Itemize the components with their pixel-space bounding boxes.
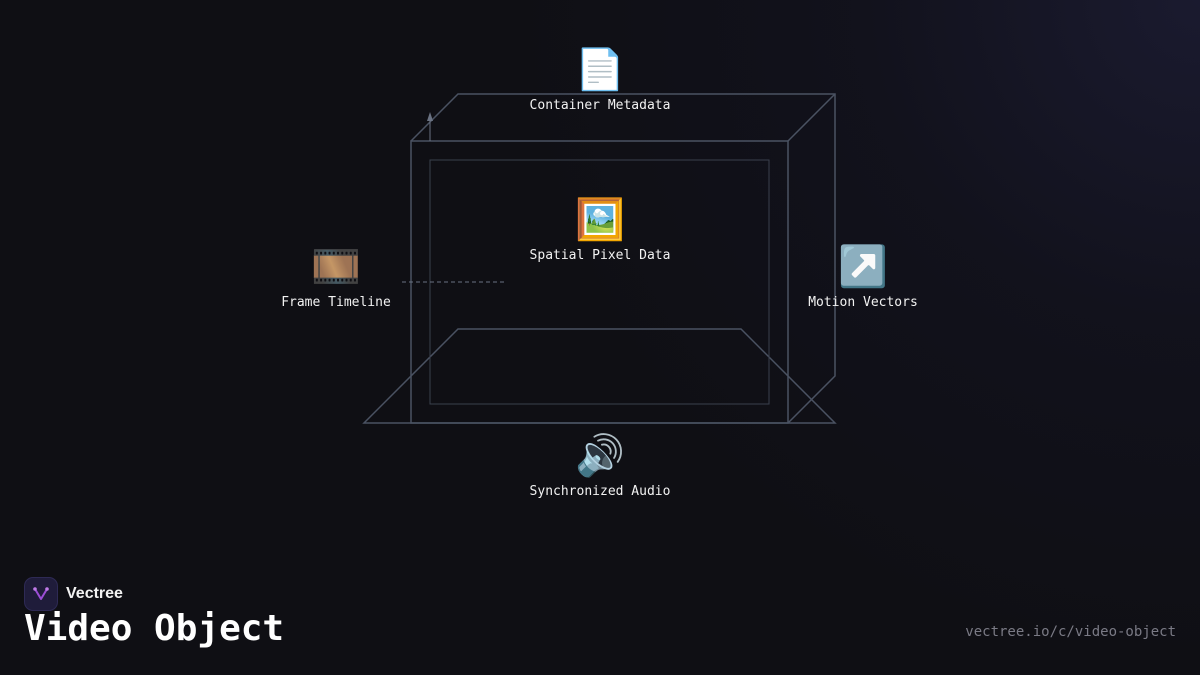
node-motion-vectors: ↗️ Motion Vectors — [763, 243, 963, 310]
box-floor-plane — [362, 328, 837, 424]
spatial-pixel-data-label: Spatial Pixel Data — [529, 248, 671, 263]
document-icon: 📄 — [575, 47, 625, 93]
node-spatial-pixel-data: 🖼️ Spatial Pixel Data — [500, 196, 700, 263]
brand-name: Vectree — [66, 585, 123, 602]
axis-arrowhead — [427, 112, 433, 121]
frame-timeline-label: Frame Timeline — [281, 295, 391, 310]
framed-picture-icon: 🖼️ — [575, 197, 625, 243]
node-synchronized-audio: 🔊 Synchronized Audio — [500, 432, 700, 499]
container-metadata-label: Container Metadata — [529, 98, 671, 113]
brand: Vectree — [24, 577, 123, 611]
up-right-arrow-icon: ↗️ — [838, 244, 888, 290]
box-top-right-edge — [787, 93, 836, 142]
speaker-icon: 🔊 — [575, 433, 625, 479]
node-container-metadata: 📄 Container Metadata — [500, 46, 700, 113]
film-frames-icon: 🎞️ — [311, 244, 361, 290]
motion-vectors-label: Motion Vectors — [808, 295, 918, 310]
source-url[interactable]: vectree.io/c/video-object — [965, 624, 1176, 640]
node-frame-timeline: 🎞️ Frame Timeline — [236, 243, 436, 310]
vectree-logo-icon — [24, 577, 58, 611]
page-title: Video Object — [24, 608, 285, 649]
synchronized-audio-label: Synchronized Audio — [529, 484, 671, 499]
